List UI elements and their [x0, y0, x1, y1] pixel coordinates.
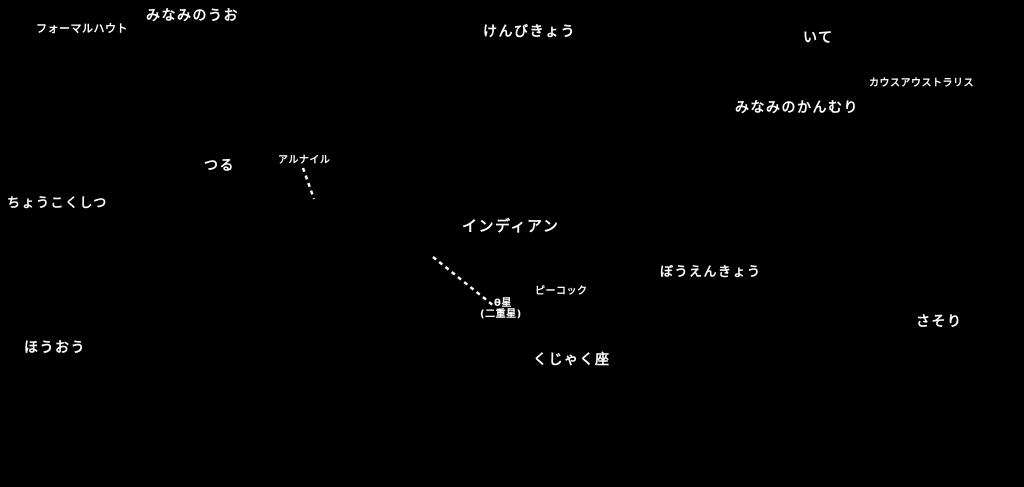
alnair-pointer-dashed-line [301, 167, 316, 200]
constellation-label-phoenix: ほうおう [24, 340, 86, 356]
star-label-theta-star-double-note: (二重星) [480, 309, 522, 320]
theta-star-pointer-dashed-line [432, 256, 495, 307]
star-label-fomalhaut: フォーマルハウト [36, 22, 128, 35]
constellation-label-grus: つる [204, 158, 235, 174]
star-label-peacock: ピーコック [535, 286, 588, 297]
constellation-label-pavo: くじゃく座 [533, 352, 611, 368]
constellation-label-microscopium: けんびきょう [483, 24, 576, 40]
constellation-label-sculptor: ちょうこくしつ [7, 196, 108, 211]
constellation-label-corona-australis: みなみのかんむり [735, 100, 859, 116]
constellation-label-telescopium: ぼうえんきょう [660, 265, 762, 280]
star-label-kaus-australis: カウスアウストラリス [869, 78, 974, 89]
star-label-alnair: アルナイル [278, 155, 331, 166]
constellation-label-indus: インディアン [462, 217, 560, 235]
constellation-label-scorpius: さそり [916, 314, 963, 330]
star-label-theta-star: θ星 [494, 298, 512, 309]
constellation-label-sagittarius: いて [803, 30, 834, 46]
constellation-label-piscis-austrinus: みなみのうお [146, 8, 239, 24]
